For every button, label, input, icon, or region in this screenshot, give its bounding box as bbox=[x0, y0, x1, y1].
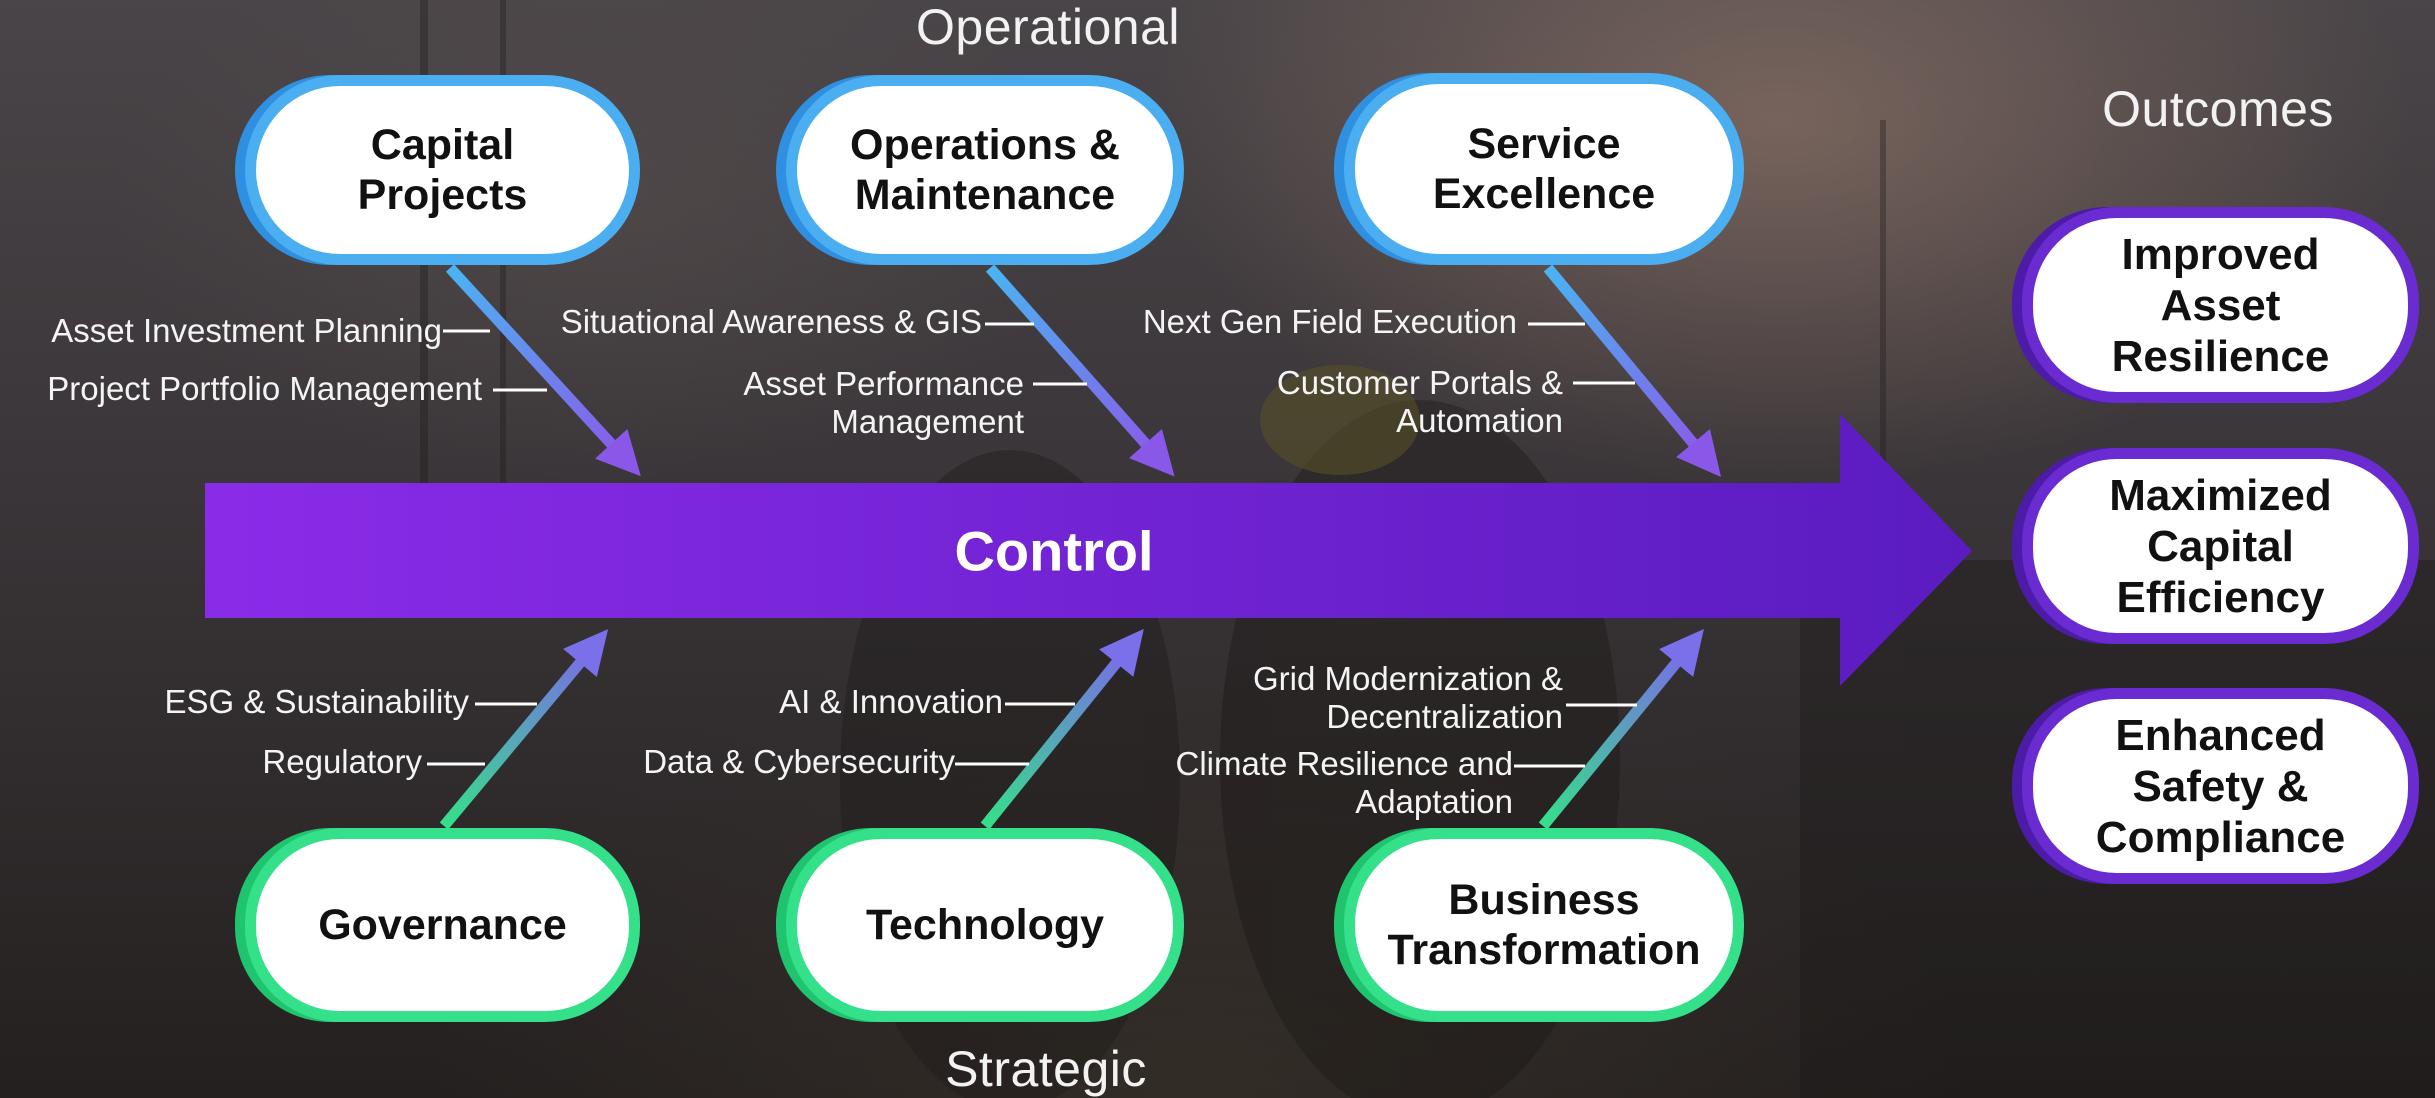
arrow-service-excellence bbox=[1543, 264, 1722, 477]
arrow-capital-projects bbox=[445, 264, 641, 477]
category-governance-label: Governance bbox=[318, 901, 567, 949]
factor-climate-resilience: Climate Resilience and Adaptation bbox=[1175, 745, 1514, 820]
factor-asset-investment-planning: Asset Investment Planning bbox=[51, 312, 442, 349]
outcome-enhanced-safety-compliance: Enhanced Safety & Compliance bbox=[2022, 688, 2419, 884]
category-operations-maintenance: Operations & Maintenance bbox=[786, 75, 1184, 265]
category-technology-label: Technology bbox=[865, 901, 1105, 949]
control-label: Control bbox=[954, 519, 1154, 583]
category-business-transformation: Business Transformation bbox=[1344, 828, 1744, 1022]
heading-outcomes: Outcomes bbox=[2102, 81, 2334, 137]
outcome-maximized-capital-efficiency: Maximized Capital Efficiency bbox=[2022, 448, 2419, 644]
outcome-improved-asset-resilience: Improved Asset Resilience bbox=[2022, 207, 2419, 403]
control-spine-arrow bbox=[205, 414, 1972, 686]
factor-next-gen-field-execution: Next Gen Field Execution bbox=[1142, 303, 1517, 340]
category-service-excellence: Service Excellence bbox=[1344, 73, 1744, 265]
factor-data-cybersecurity: Data & Cybersecurity bbox=[643, 743, 955, 780]
heading-strategic: Strategic bbox=[945, 1041, 1147, 1097]
category-operations-maintenance-label: Operations & Maintenance bbox=[850, 121, 1120, 219]
factor-customer-portals-automation: Customer Portals & Automation bbox=[1276, 364, 1563, 439]
category-governance: Governance bbox=[245, 828, 640, 1022]
factor-ai-innovation: AI & Innovation bbox=[779, 683, 1003, 720]
category-service-excellence-label: Service Excellence bbox=[1432, 120, 1656, 218]
arrow-business-transformation bbox=[1538, 628, 1704, 830]
heading-operational: Operational bbox=[916, 0, 1180, 55]
category-technology: Technology bbox=[786, 828, 1184, 1022]
outcome-improved-asset-resilience-label: Improved Asset Resilience bbox=[2111, 229, 2330, 381]
arrow-technology bbox=[980, 628, 1144, 830]
category-capital-projects: Capital Projects bbox=[245, 75, 640, 265]
arrow-operations-maintenance bbox=[985, 264, 1175, 477]
outcome-maximized-capital-efficiency-label: Maximized Capital Efficiency bbox=[2109, 470, 2332, 622]
factor-esg-sustainability: ESG & Sustainability bbox=[164, 683, 469, 720]
factor-project-portfolio-management: Project Portfolio Management bbox=[47, 370, 482, 407]
outcome-enhanced-safety-compliance-label: Enhanced Safety & Compliance bbox=[2095, 710, 2346, 862]
factor-grid-modernization: Grid Modernization & Decentralization bbox=[1253, 660, 1563, 735]
category-capital-projects-label: Capital Projects bbox=[357, 121, 528, 219]
category-business-transformation-label: Business Transformation bbox=[1387, 876, 1701, 974]
arrow-governance bbox=[439, 629, 609, 830]
factor-regulatory: Regulatory bbox=[262, 743, 422, 780]
factor-connectors bbox=[427, 322, 1637, 768]
hardhat-silhouette bbox=[1260, 365, 1420, 475]
factor-asset-performance-management: Asset Performance Management bbox=[743, 365, 1024, 440]
factor-situational-awareness-gis: Situational Awareness & GIS bbox=[560, 303, 982, 340]
